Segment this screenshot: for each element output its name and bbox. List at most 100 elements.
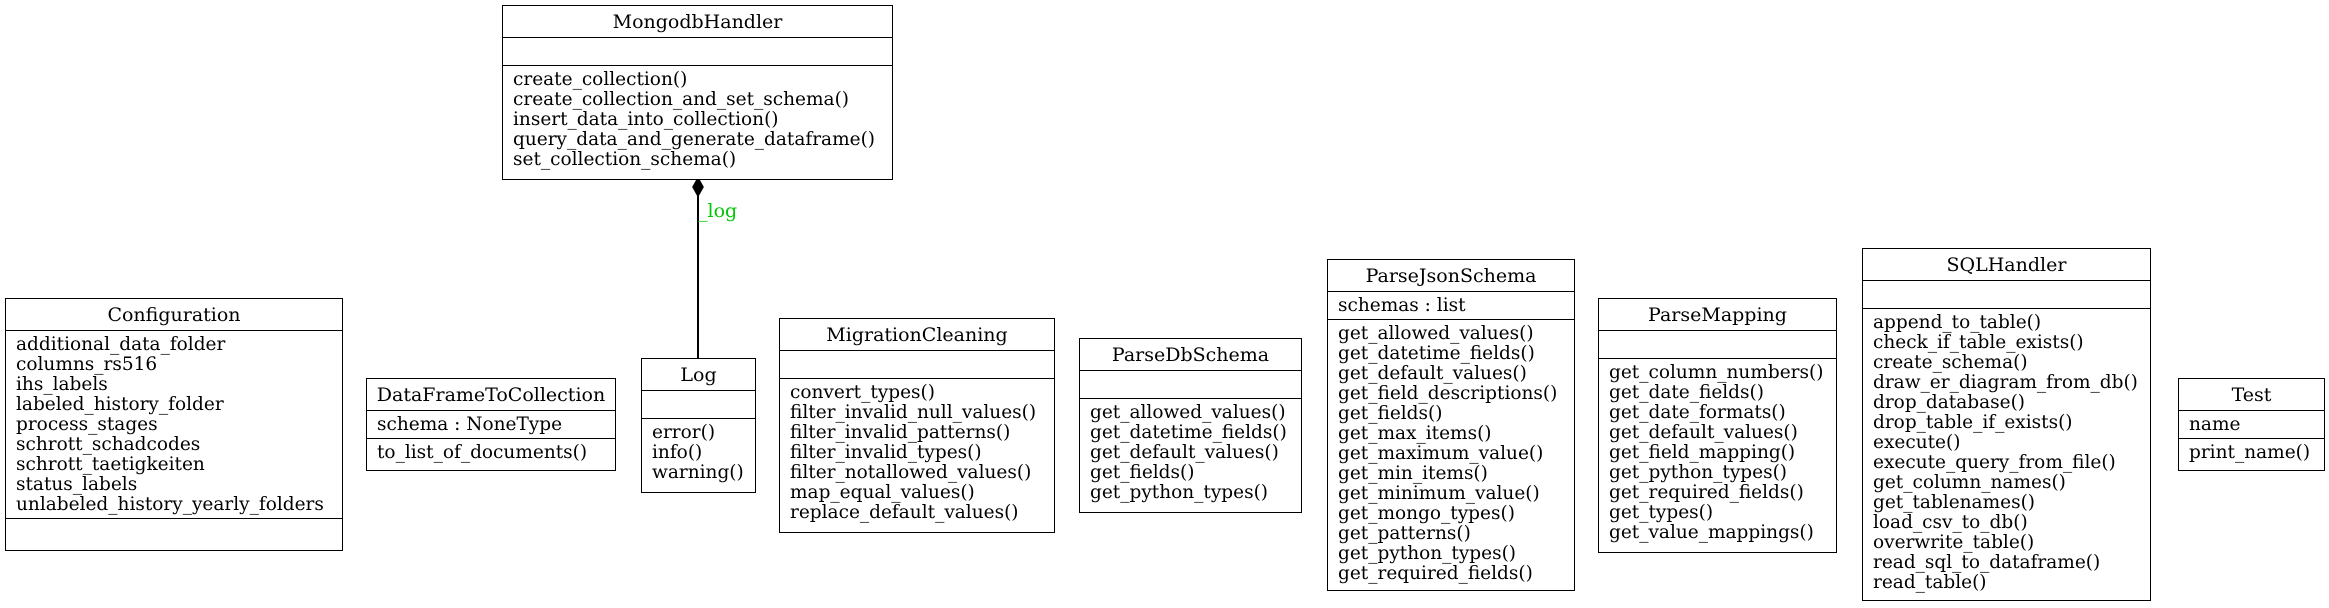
class-method: execute_query_from_file(): [1873, 452, 2116, 473]
class-method: get_datetime_fields(): [1338, 343, 1535, 364]
attributes-compartment: [1080, 371, 1301, 399]
class-attribute: process_stages: [16, 414, 158, 435]
class-name: ParseJsonSchema: [1328, 260, 1574, 292]
class-method: print_name(): [2189, 442, 2311, 463]
class-attribute: additional_data_folder: [16, 334, 226, 355]
class-method: get_required_fields(): [1338, 563, 1533, 584]
class-name: ParseMapping: [1599, 299, 1836, 331]
class-name: Configuration: [6, 299, 342, 331]
attributes-compartment: schema : NoneType: [367, 411, 615, 439]
class-method: get_patterns(): [1338, 523, 1471, 544]
class-attribute: labeled_history_folder: [16, 394, 224, 415]
attributes-compartment: [1863, 281, 2150, 309]
class-parsemapping[interactable]: ParseMapping get_column_numbers()get_dat…: [1598, 298, 1837, 553]
class-attribute: status_labels: [16, 474, 138, 495]
class-method: load_csv_to_db(): [1873, 512, 2028, 533]
class-method: warning(): [652, 462, 744, 483]
class-log[interactable]: Log error()info()warning(): [641, 358, 756, 493]
class-method: get_mongo_types(): [1338, 503, 1515, 524]
class-attribute: unlabeled_history_yearly_folders: [16, 494, 324, 515]
attributes-compartment: schemas : list: [1328, 292, 1574, 320]
class-method: drop_database(): [1873, 392, 2026, 413]
class-method: append_to_table(): [1873, 312, 2042, 333]
class-method: check_if_table_exists(): [1873, 332, 2084, 353]
class-method: get_allowed_values(): [1090, 402, 1286, 423]
methods-compartment: [6, 519, 342, 546]
class-attribute: name: [2189, 414, 2241, 435]
class-dataframetocollection[interactable]: DataFrameToCollection schema : NoneType …: [366, 378, 616, 471]
class-method: get_python_types(): [1090, 482, 1269, 503]
class-method: to_list_of_documents(): [377, 442, 588, 463]
class-method: read_sql_to_dataframe(): [1873, 552, 2101, 573]
class-method: create_collection(): [513, 69, 688, 90]
class-method: filter_notallowed_values(): [790, 462, 1032, 483]
class-method: drop_table_if_exists(): [1873, 412, 2073, 433]
class-method: get_field_mapping(): [1609, 442, 1796, 463]
class-method: filter_invalid_patterns(): [790, 422, 1011, 443]
methods-compartment: append_to_table()check_if_table_exists()…: [1863, 309, 2150, 596]
attributes-compartment: name: [2179, 411, 2324, 439]
class-method: get_default_values(): [1338, 363, 1527, 384]
class-method: get_field_descriptions(): [1338, 383, 1558, 404]
methods-compartment: get_column_numbers()get_date_fields()get…: [1599, 359, 1836, 546]
class-method: filter_invalid_types(): [790, 442, 982, 463]
composition-label: _log: [698, 200, 738, 222]
class-method: get_allowed_values(): [1338, 323, 1534, 344]
class-method: get_date_formats(): [1609, 402, 1786, 423]
class-method: read_table(): [1873, 572, 1987, 593]
class-method: filter_invalid_null_values(): [790, 402, 1037, 423]
class-method: create_schema(): [1873, 352, 2028, 373]
methods-compartment: error()info()warning(): [642, 419, 755, 486]
class-method: execute(): [1873, 432, 1961, 453]
methods-compartment: get_allowed_values()get_datetime_fields(…: [1080, 399, 1301, 506]
class-name: SQLHandler: [1863, 249, 2150, 281]
class-method: get_minimum_value(): [1338, 483, 1540, 504]
class-method: replace_default_values(): [790, 502, 1019, 523]
class-method: get_min_items(): [1338, 463, 1488, 484]
class-test[interactable]: Test name print_name(): [2178, 378, 2325, 471]
methods-compartment: to_list_of_documents(): [367, 439, 615, 466]
class-method: convert_types(): [790, 382, 935, 403]
class-migrationcleaning[interactable]: MigrationCleaning convert_types()filter_…: [779, 318, 1055, 533]
class-method: get_python_types(): [1338, 543, 1517, 564]
class-attribute: schrott_schadcodes: [16, 434, 201, 455]
class-method: map_equal_values(): [790, 482, 975, 503]
class-mongodbhandler[interactable]: MongodbHandler create_collection()create…: [502, 5, 893, 180]
class-method: get_date_fields(): [1609, 382, 1764, 403]
class-method: get_types(): [1609, 502, 1714, 523]
class-method: get_required_fields(): [1609, 482, 1804, 503]
methods-compartment: create_collection()create_collection_and…: [503, 66, 892, 173]
class-attribute: ihs_labels: [16, 374, 108, 395]
class-method: overwrite_table(): [1873, 532, 2035, 553]
class-attribute: schemas : list: [1338, 295, 1466, 316]
class-method: get_default_values(): [1090, 442, 1279, 463]
class-method: get_fields(): [1338, 403, 1443, 424]
class-method: draw_er_diagram_from_db(): [1873, 372, 2138, 393]
class-name: Test: [2179, 379, 2324, 411]
class-method: insert_data_into_collection(): [513, 109, 779, 130]
class-method: get_fields(): [1090, 462, 1195, 483]
class-method: get_column_names(): [1873, 472, 2066, 493]
attributes-compartment: [503, 38, 892, 66]
class-attribute: columns_rs516: [16, 354, 158, 375]
class-method: set_collection_schema(): [513, 149, 737, 170]
class-method: info(): [652, 442, 703, 463]
class-method: query_data_and_generate_dataframe(): [513, 129, 876, 150]
class-method: get_column_numbers(): [1609, 362, 1824, 383]
composition-diamond: [692, 176, 704, 198]
attributes-compartment: [642, 391, 755, 419]
methods-compartment: print_name(): [2179, 439, 2324, 466]
class-parsejsonschema[interactable]: ParseJsonSchema schemas : list get_allow…: [1327, 259, 1575, 591]
class-method: get_max_items(): [1338, 423, 1492, 444]
methods-compartment: get_allowed_values()get_datetime_fields(…: [1328, 320, 1574, 587]
class-sqlhandler[interactable]: SQLHandler append_to_table()check_if_tab…: [1862, 248, 2151, 601]
class-name: Log: [642, 359, 755, 391]
class-method: create_collection_and_set_schema(): [513, 89, 849, 110]
class-method: get_value_mappings(): [1609, 522, 1814, 543]
class-method: get_default_values(): [1609, 422, 1798, 443]
methods-compartment: convert_types()filter_invalid_null_value…: [780, 379, 1054, 526]
class-parsedbschema[interactable]: ParseDbSchema get_allowed_values()get_da…: [1079, 338, 1302, 513]
